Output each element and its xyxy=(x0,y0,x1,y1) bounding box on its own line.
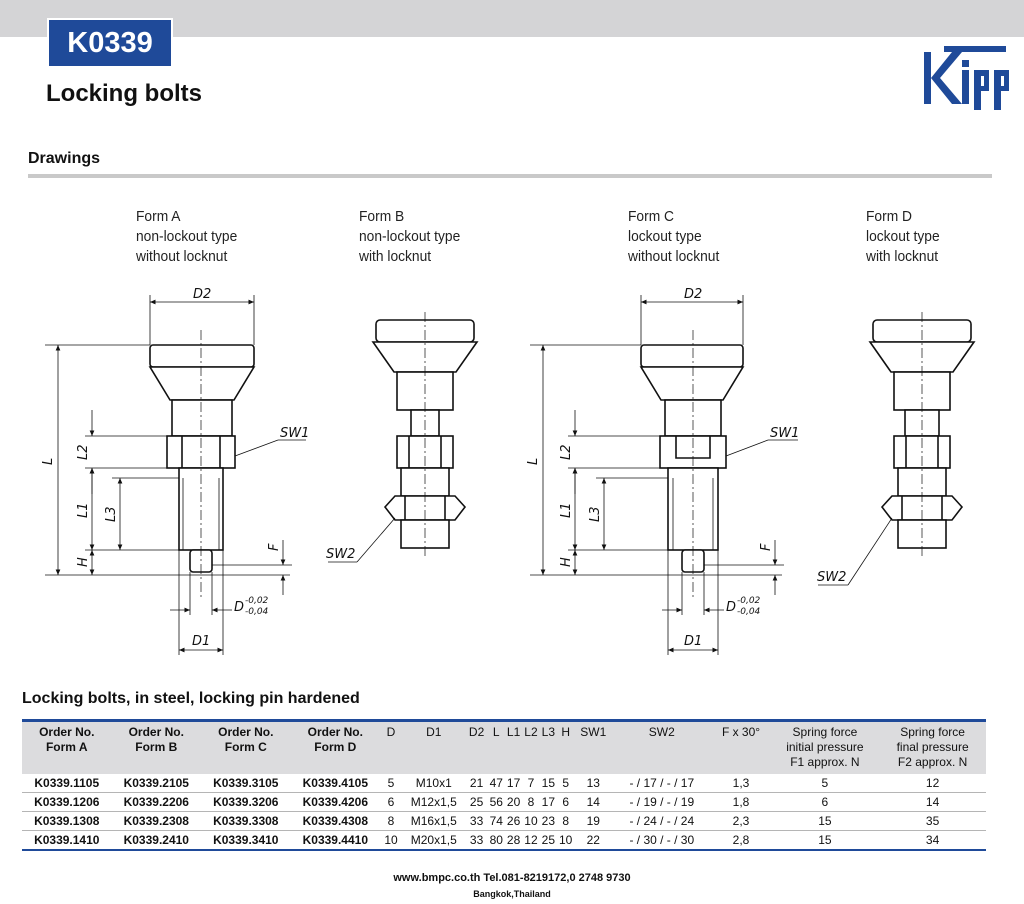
dim-tol-lower-c: -0,04 xyxy=(737,607,761,617)
dim-sw1-a: SW1 xyxy=(280,426,309,441)
col-order-a: Order No.Form A xyxy=(22,722,112,774)
form-b-nut: with locknut xyxy=(359,248,432,265)
dim-h-a: H xyxy=(76,557,91,567)
form-b-label: Form B non-lockout type with locknut xyxy=(359,207,460,267)
form-c-nut: without locknut xyxy=(628,248,720,265)
dim-l2-c: L2 xyxy=(559,444,574,460)
col-d1: D1 xyxy=(401,722,466,774)
dim-tol-upper-c: -0,02 xyxy=(737,596,761,606)
col-l2: L2 xyxy=(522,722,540,774)
dim-l1-a: L1 xyxy=(76,502,91,518)
dim-l1-c: L1 xyxy=(559,502,574,518)
dim-l-c: L xyxy=(526,458,541,465)
kipp-logo xyxy=(924,46,1009,110)
form-d-type: lockout type xyxy=(866,228,940,245)
dimensions-form-c xyxy=(530,295,798,655)
form-a-label: Form A non-lockout type without locknut xyxy=(136,207,237,267)
col-l3: L3 xyxy=(539,722,557,774)
drawings-section-title: Drawings xyxy=(28,150,101,167)
dim-d1-a: D1 xyxy=(192,634,210,649)
footer-location: Bangkok,Thailand xyxy=(473,889,551,899)
col-order-d: Order No.Form D xyxy=(290,722,381,774)
section-divider xyxy=(28,174,992,178)
table-header-row: Order No.Form A Order No.Form B Order No… xyxy=(22,722,986,774)
spec-table: Order No.Form A Order No.Form B Order No… xyxy=(22,722,986,851)
col-sw2: SW2 xyxy=(612,722,712,774)
table-title: Locking bolts, in steel, locking pin har… xyxy=(22,690,360,707)
form-d-name: Form D xyxy=(866,208,912,225)
form-d-nut: with locknut xyxy=(866,248,939,265)
col-sw1: SW1 xyxy=(574,722,613,774)
dim-l3-a: L3 xyxy=(104,506,119,522)
col-l1: L1 xyxy=(504,722,523,774)
product-code-badge: K0339 xyxy=(47,18,173,68)
col-l: L xyxy=(487,722,505,774)
dim-tol-lower-a: -0,04 xyxy=(245,607,269,617)
dim-f-c: F xyxy=(759,543,774,551)
page-title: Locking bolts xyxy=(46,80,202,107)
drawing-form-b xyxy=(371,312,479,558)
form-a-nut: without locknut xyxy=(136,248,228,265)
form-a-type: non-lockout type xyxy=(136,228,238,245)
dim-sw2-d: SW2 xyxy=(817,570,846,585)
col-d2: D2 xyxy=(465,722,488,774)
dim-f-a: F xyxy=(267,543,282,551)
col-order-b: Order No.Form B xyxy=(111,722,202,774)
dim-d1-c: D1 xyxy=(684,634,702,649)
table-top-rule xyxy=(22,719,986,722)
form-c-type: lockout type xyxy=(628,228,702,245)
col-order-c: Order No.Form C xyxy=(201,722,291,774)
drawing-form-c xyxy=(639,330,745,600)
dim-l3-c: L3 xyxy=(588,506,603,522)
dim-sw1-c: SW1 xyxy=(770,426,799,441)
col-d: D xyxy=(380,722,402,774)
form-b-name: Form B xyxy=(359,208,405,225)
dim-d2-a: D2 xyxy=(193,287,211,302)
form-b-type: non-lockout type xyxy=(359,228,461,245)
dim-d2-c: D2 xyxy=(684,287,702,302)
dim-l-a: L xyxy=(41,458,56,465)
form-c-label: Form C lockout type without locknut xyxy=(628,207,719,267)
col-h: H xyxy=(557,722,575,774)
drawing-form-d xyxy=(868,312,976,558)
form-d-label: Form D lockout type with locknut xyxy=(866,207,940,267)
col-f: F x 30° xyxy=(711,722,771,774)
form-c-name: Form C xyxy=(628,208,674,225)
dim-h-c: H xyxy=(559,557,574,567)
drawing-form-a xyxy=(148,330,256,600)
dim-tol-upper-a: -0,02 xyxy=(245,596,269,606)
dim-d-c: D xyxy=(726,600,736,615)
dimensions-form-a xyxy=(45,295,306,655)
footer-contact: www.bmpc.co.th Tel.081-8219172,0 2748 97… xyxy=(393,872,631,884)
technical-drawings: D2 D2 L L L2 L2 L1 L1 L3 L3 H H F F D D … xyxy=(41,287,976,655)
dim-d-a: D xyxy=(234,600,244,615)
form-a-name: Form A xyxy=(136,208,181,225)
dim-sw2-b: SW2 xyxy=(326,547,355,562)
dim-l2-a: L2 xyxy=(76,444,91,460)
